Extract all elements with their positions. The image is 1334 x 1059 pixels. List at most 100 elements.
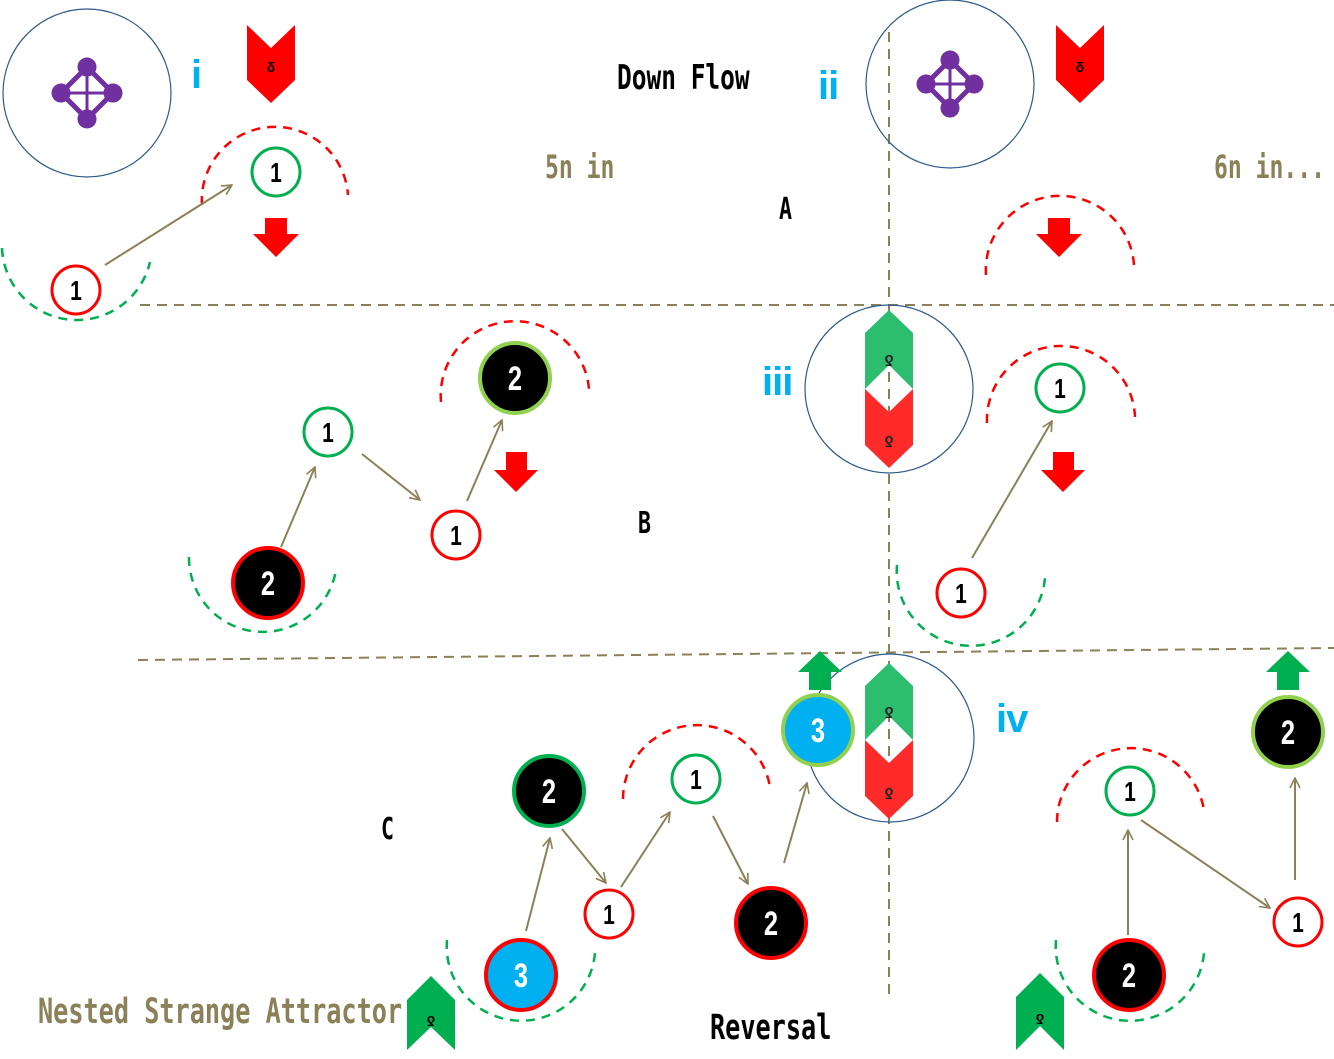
divider-bottom bbox=[137, 647, 1334, 661]
subtitle-6n: 6n in... bbox=[1214, 148, 1325, 186]
inverted-delta-symbol: δ bbox=[1036, 1011, 1045, 1027]
grid-lines bbox=[137, 32, 1334, 995]
node-d2-red: 2 bbox=[1092, 938, 1166, 1012]
node-circle bbox=[478, 341, 552, 415]
node-label: 1 bbox=[270, 158, 282, 189]
node-label: 2 bbox=[764, 906, 778, 943]
delta-symbol: δ bbox=[267, 59, 276, 75]
node-a1-red: 1 bbox=[50, 264, 102, 316]
red-arc bbox=[439, 320, 591, 403]
node-label: 1 bbox=[70, 276, 82, 307]
arrow bbox=[361, 453, 420, 500]
red-arc bbox=[200, 125, 350, 206]
green-chevron-bottom-right: δ bbox=[1016, 973, 1064, 1050]
node-circle bbox=[935, 567, 987, 619]
node-d2-lightgreen: 2 bbox=[1251, 695, 1325, 769]
arrow bbox=[971, 421, 1052, 559]
node-c1-green: 1 bbox=[670, 753, 722, 805]
node-b1-red: 1 bbox=[430, 509, 482, 561]
green-arc bbox=[0, 247, 152, 322]
node-label: 1 bbox=[955, 579, 967, 610]
subtitle-5n: 5n in bbox=[545, 148, 615, 186]
red-down-arrow bbox=[1041, 452, 1085, 492]
footer-label-reversal: Reversal bbox=[710, 1008, 832, 1048]
connectors bbox=[104, 185, 1295, 935]
node-label: 2 bbox=[261, 566, 275, 603]
arrow bbox=[620, 812, 670, 888]
outline-circle-i bbox=[2, 8, 172, 178]
outline-circle-ii bbox=[865, 0, 1035, 169]
node-circle bbox=[1104, 765, 1156, 817]
arrow bbox=[712, 815, 749, 884]
node-circle bbox=[1092, 938, 1166, 1012]
node-label: 1 bbox=[1054, 374, 1066, 405]
footer-label-nested-strange-attractor: Nested Strange Attractor bbox=[38, 992, 403, 1032]
red-chevron-delta-i: δ bbox=[247, 25, 295, 103]
red-arc bbox=[985, 344, 1137, 424]
red-down-arrow bbox=[494, 452, 538, 492]
red-down-arrow bbox=[253, 218, 299, 257]
node-c3-red: 3 bbox=[484, 938, 558, 1012]
node-label: 1 bbox=[1292, 908, 1304, 939]
node-circle bbox=[1251, 695, 1325, 769]
node-label: 2 bbox=[1122, 958, 1136, 995]
node-circle bbox=[1272, 896, 1324, 948]
node-label: 2 bbox=[1281, 715, 1295, 752]
red-down-arrow bbox=[1036, 218, 1082, 257]
node-circle bbox=[231, 546, 305, 620]
node-circle bbox=[734, 886, 808, 960]
node-label: 1 bbox=[322, 418, 334, 449]
node-c2-red: 2 bbox=[734, 886, 808, 960]
section-label-b: B bbox=[638, 506, 652, 541]
green-up-arrow bbox=[798, 651, 842, 690]
outline-circle-iii bbox=[804, 304, 974, 474]
inverted-delta-symbol: δ bbox=[884, 351, 893, 368]
network-icon-ii bbox=[916, 50, 984, 118]
node-circle bbox=[583, 888, 635, 940]
network-icon-i bbox=[51, 57, 123, 129]
node-label: 1 bbox=[603, 900, 615, 931]
node-label: 2 bbox=[508, 361, 522, 398]
node-label: 3 bbox=[514, 958, 528, 995]
green-arc bbox=[1054, 939, 1206, 1022]
red-chevron-delta-ii: δ bbox=[1056, 25, 1104, 103]
roman-label-iii: iii bbox=[762, 360, 793, 404]
node-c3-lightgreen: 3 bbox=[781, 693, 855, 767]
node-c1-red: 1 bbox=[583, 888, 635, 940]
green-up-arrow bbox=[1266, 651, 1310, 690]
roman-label-iv: iv bbox=[996, 697, 1028, 741]
inverted-delta-symbol: δ bbox=[427, 1013, 436, 1029]
dual-chevron-iii: δ δ bbox=[865, 310, 913, 468]
node-d1-green: 1 bbox=[1104, 765, 1156, 817]
node-circle bbox=[512, 754, 586, 828]
arrow bbox=[783, 783, 807, 864]
node-circle bbox=[250, 146, 302, 198]
node-label: 1 bbox=[1124, 777, 1136, 808]
arrow bbox=[104, 185, 232, 266]
node-a1-green: 1 bbox=[250, 146, 302, 198]
green-arc bbox=[895, 564, 1047, 647]
node-circle bbox=[302, 406, 354, 458]
green-chevron-bottom-left: δ bbox=[407, 976, 455, 1050]
node-label: 1 bbox=[690, 765, 702, 796]
node-label: 1 bbox=[450, 521, 462, 552]
arrow bbox=[466, 420, 502, 502]
arrow bbox=[561, 828, 606, 883]
node-c2-green: 2 bbox=[512, 754, 586, 828]
node-b2-red: 2 bbox=[231, 546, 305, 620]
node-b6-1-red: 1 bbox=[935, 567, 987, 619]
inverted-delta-symbol: δ bbox=[884, 703, 893, 720]
inverted-delta-symbol: δ bbox=[884, 784, 893, 801]
node-b1-green: 1 bbox=[302, 406, 354, 458]
green-arc bbox=[445, 939, 597, 1022]
roman-label-i: i bbox=[191, 53, 202, 97]
node-label: 2 bbox=[542, 774, 556, 811]
nodes: 1 1 2 1 1 2 1 1 3 2 1 1 2 3 2 1 1 2 bbox=[50, 146, 1325, 1012]
arrow bbox=[525, 838, 550, 932]
section-label-a: A bbox=[779, 192, 793, 227]
diagram-title: Down Flow bbox=[617, 58, 750, 98]
section-label-c: C bbox=[381, 812, 395, 847]
node-circle bbox=[670, 753, 722, 805]
